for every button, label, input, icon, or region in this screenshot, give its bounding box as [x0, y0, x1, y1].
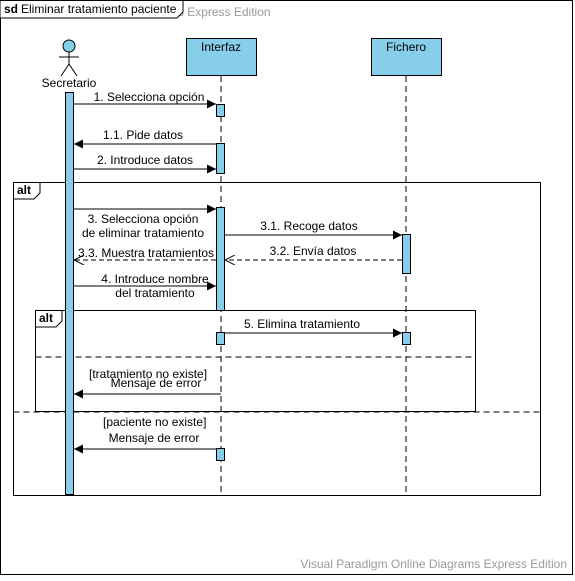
activation-interfaz-2 — [216, 143, 225, 174]
lifeline-fichero-head — [371, 38, 442, 76]
activation-fichero-1 — [402, 234, 411, 274]
message-8-label-line1: 4. Introduce nombre — [101, 272, 209, 286]
activation-interfaz-3 — [216, 207, 225, 311]
message-7-label: 3.3. Muestra tratamientos — [78, 246, 214, 260]
alt-fragment-outer-guard: [paciente no existe] — [103, 415, 206, 429]
activation-interfaz-1 — [216, 104, 225, 117]
message-8-label-line2: del tratamiento — [115, 286, 195, 300]
alt-fragment-outer-label: alt — [17, 183, 31, 197]
lifeline-interfaz-head — [186, 38, 257, 76]
lifeline-fichero-label: Fichero — [386, 40, 426, 54]
frame-name: Eliminar tratamiento paciente — [21, 2, 177, 16]
alt-fragment-inner — [35, 310, 476, 412]
message-4-label-line2: de eliminar tratamiento — [82, 226, 204, 240]
activation-fichero-2 — [402, 332, 411, 345]
message-2-label: 1.1. Pide datos — [103, 128, 183, 142]
activation-interfaz-5 — [216, 448, 225, 461]
alt-fragment-outer-tab — [13, 182, 41, 200]
message-4-label-line1: 3. Selecciona opción — [88, 212, 199, 226]
activation-secretario — [65, 92, 74, 495]
message-6-label: 3.2. Envía datos — [270, 244, 357, 258]
message-1-label: 1. Selecciona opción — [94, 90, 205, 104]
frame-title-tab — [0, 0, 184, 19]
message-9-label: 5. Elimina tratamiento — [244, 317, 360, 331]
actor-secretario — [59, 39, 79, 77]
actor-head — [62, 39, 76, 53]
watermark-bottom: Visual Paradigm Online Diagrams Express … — [300, 557, 567, 571]
message-11-label: Mensaje de error — [109, 431, 200, 445]
frame-kind: sd — [4, 2, 18, 16]
lifeline-interfaz-label: Interfaz — [201, 40, 241, 54]
message-10-label: Mensaje de error — [111, 376, 202, 390]
alt-fragment-inner-label: alt — [39, 311, 53, 325]
activation-interfaz-4 — [216, 332, 225, 345]
message-3-label: 2. Introduce datos — [97, 153, 193, 167]
message-5-label: 3.1. Recoge datos — [260, 219, 357, 233]
alt-fragment-inner-guard: [tratamiento no existe] — [89, 367, 207, 381]
actor-label: Secretario — [42, 76, 97, 90]
alt-fragment-outer — [13, 182, 541, 496]
alt-fragment-inner-tab — [35, 310, 63, 328]
